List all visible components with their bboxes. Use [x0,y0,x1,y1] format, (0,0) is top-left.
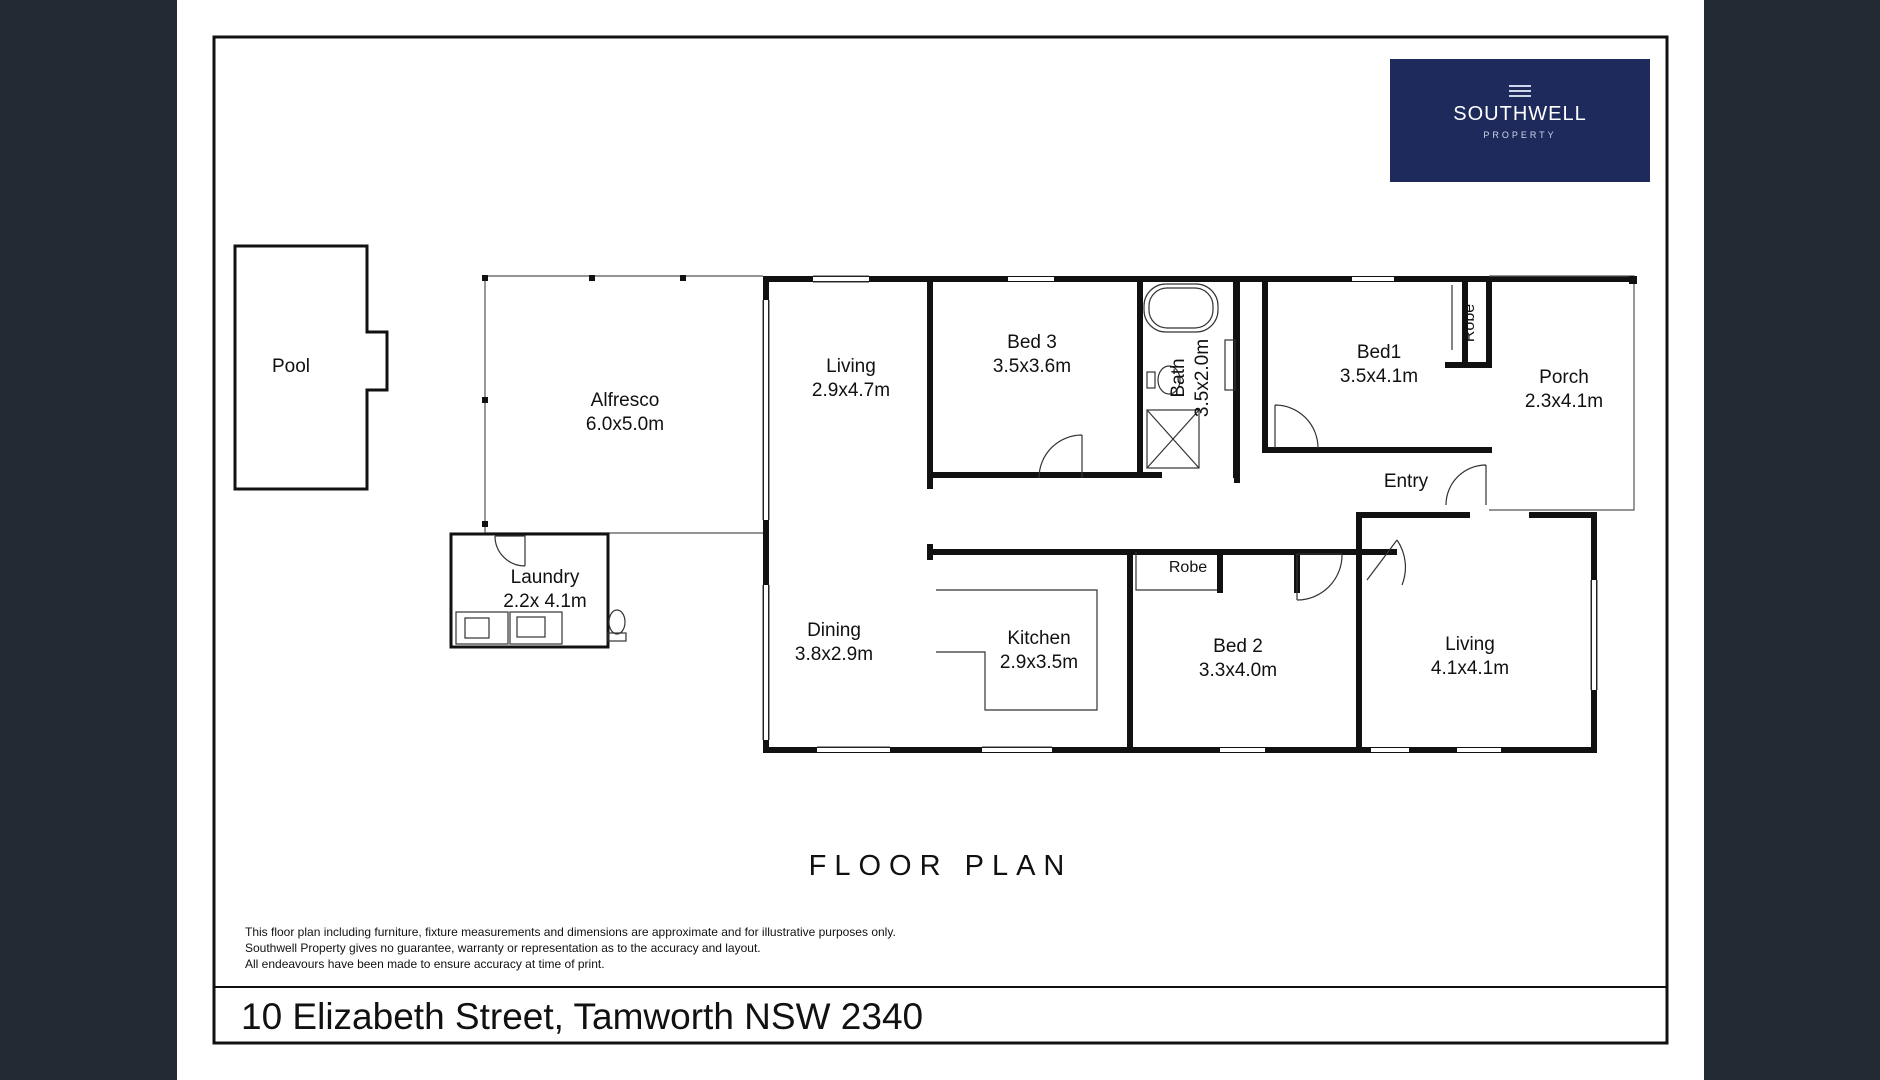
disclaimer: This floor plan including furniture, fix… [245,924,896,972]
floor-plan-drawing [212,35,1669,1045]
robe2-outline [1135,552,1217,591]
alfresco-posts [482,275,686,527]
kitchen-bench [936,589,1098,711]
windows [764,277,1596,752]
disclaimer-line: All endeavours have been made to ensure … [245,957,605,971]
brand-logo: SOUTHWELL PROPERTY [1390,59,1650,182]
disclaimer-line: Southwell Property gives no guarantee, w… [245,941,761,955]
room-label-robe-2: Robe [1168,559,1208,576]
disclaimer-line: This floor plan including furniture, fix… [245,925,896,939]
laundry-outline [449,532,610,649]
door-swings [1038,285,1487,601]
laundry-door [494,535,526,567]
property-address: 10 Elizabeth Street, Tamworth NSW 2340 [241,996,924,1037]
room-label-pool: Pool [271,356,311,377]
frame-border [212,35,1669,1045]
bath-fixtures [1143,283,1236,469]
room-label-robe-1: Robe [1461,303,1478,343]
window-frames [762,275,1598,748]
room-label-entry: Entry [1383,471,1429,492]
page-title: FLOOR PLAN [808,850,1073,882]
brand-name: SOUTHWELL [1453,103,1587,125]
pool-outline [233,244,389,491]
brand-sub: PROPERTY [1483,130,1557,140]
logo-mark-icon [1509,85,1531,97]
porch-outline [1489,275,1635,511]
laundry-fixtures [455,609,627,645]
